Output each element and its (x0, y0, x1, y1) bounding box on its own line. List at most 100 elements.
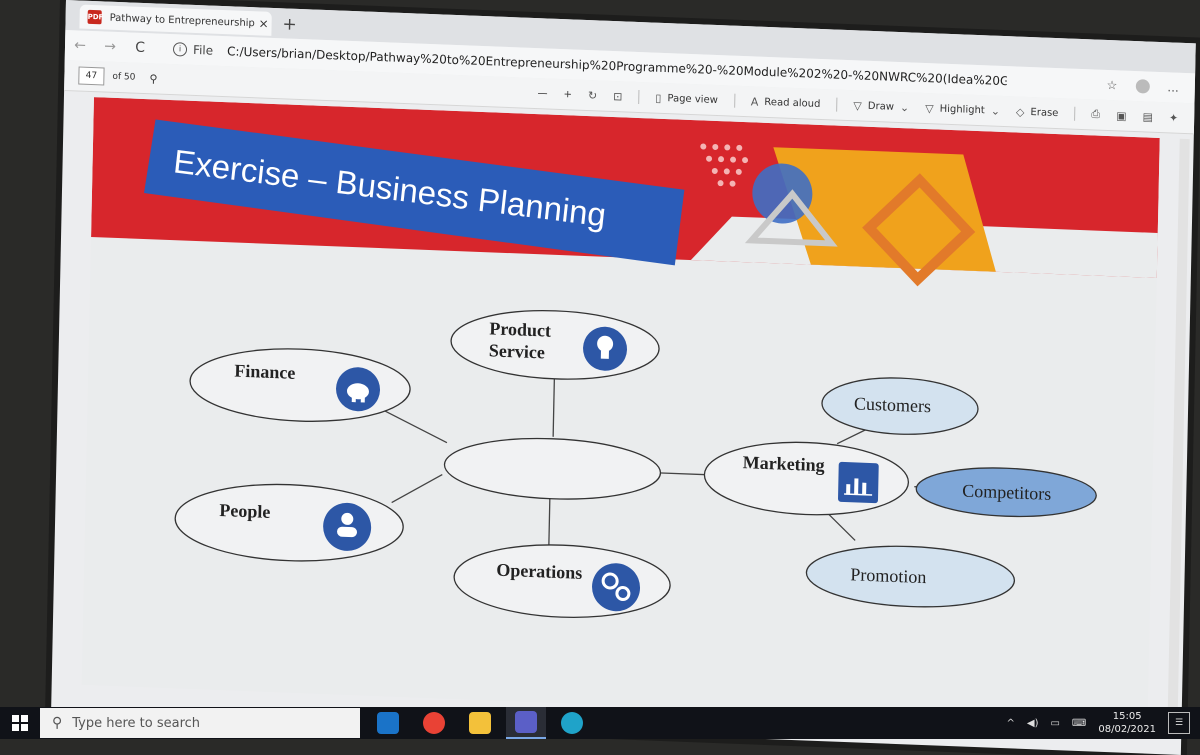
pdf-file-icon: PDF (87, 9, 103, 25)
customers-node (821, 377, 979, 435)
tab-close-icon[interactable]: × (258, 16, 269, 31)
print-button[interactable]: ⎙ (1091, 107, 1100, 121)
grey-triangle-shape (744, 189, 838, 247)
toolbar-divider (733, 93, 735, 108)
chevron-down-icon: ⌄ (990, 104, 1001, 118)
file-label: File (192, 42, 214, 58)
monitor-screen: PDF Pathway to Entrepreneurship Pro × + … (51, 0, 1196, 755)
label-customers: Customers (854, 393, 931, 416)
label-finance: Finance (234, 361, 295, 383)
save-as-icon: ▤ (1142, 109, 1154, 124)
rotate-icon: ↻ (587, 88, 598, 102)
page-number-input[interactable]: 47 (78, 66, 105, 86)
network-icon[interactable]: ▭ (1050, 717, 1060, 729)
toolbar-divider (638, 90, 640, 105)
gears-icon (592, 563, 641, 612)
pin-toolbar-button[interactable]: ✦ (1169, 111, 1178, 124)
keyboard-icon[interactable]: ⌨ (1071, 717, 1087, 729)
back-button[interactable]: ← (74, 37, 87, 54)
pdf-page: Exercise – Business Planning (81, 97, 1160, 726)
label-marketing: Marketing (743, 452, 825, 475)
chevron-up-icon[interactable]: ^ (1006, 717, 1015, 729)
title-band (144, 119, 685, 266)
folder-icon (469, 712, 491, 734)
file-explorer-app[interactable] (460, 707, 500, 739)
info-icon: i (172, 42, 188, 57)
outlook-icon (377, 712, 399, 734)
label-operations: Operations (496, 560, 582, 583)
draw-button[interactable]: ▽Draw⌄ (853, 98, 910, 114)
search-icon[interactable]: ⚲ (149, 71, 158, 86)
read-aloud-icon: A (750, 94, 759, 109)
fit-page-button[interactable]: ⊡ (613, 90, 622, 103)
clock-date: 08/02/2021 (1098, 724, 1156, 735)
save-icon: ▣ (1116, 108, 1127, 123)
pinned-apps (368, 707, 592, 739)
zoom-in-button[interactable]: + (563, 88, 573, 100)
teams-app[interactable] (506, 707, 546, 739)
pin-icon: ✦ (1168, 110, 1179, 125)
new-tab-button[interactable]: + (282, 14, 297, 35)
orange-diamond-shape (862, 173, 976, 287)
person-icon (323, 502, 372, 551)
label-promotion: Promotion (850, 564, 926, 587)
notification-icon[interactable]: ☰ (1168, 712, 1190, 734)
slide-canvas: Exercise – Business Planning (91, 97, 1160, 619)
site-info[interactable]: i File (172, 42, 214, 58)
volume-icon[interactable]: ◀) (1026, 717, 1039, 729)
edge-icon (561, 712, 583, 734)
sub-node-labels: Customers Competitors Promotion (850, 393, 1051, 587)
label-people: People (219, 500, 270, 522)
draw-icon: ▽ (853, 98, 862, 113)
forward-button[interactable]: → (104, 38, 117, 55)
page-view-button[interactable]: ▯Page view (655, 91, 718, 106)
start-button[interactable] (0, 707, 40, 739)
center-node (443, 437, 662, 500)
outlook-app[interactable] (368, 707, 408, 739)
more-icon[interactable]: ... (1167, 80, 1179, 95)
blue-circle-shape (752, 163, 813, 224)
highlight-button[interactable]: ▽Highlight⌄ (925, 101, 1001, 118)
vertical-scrollbar[interactable] (1167, 138, 1190, 739)
save-button[interactable]: ▣ (1116, 109, 1127, 122)
teams-icon (515, 711, 537, 733)
save-as-button[interactable]: ▤ (1142, 110, 1153, 123)
refresh-button[interactable]: C (134, 39, 146, 57)
clock[interactable]: 15:05 08/02/2021 (1098, 710, 1156, 736)
clock-time: 15:05 (1112, 711, 1142, 722)
lightbulb-icon (583, 326, 628, 371)
system-tray: ^ ◀) ▭ ⌨ 15:05 08/02/2021 ☰ (1006, 710, 1190, 736)
tab-title: Pathway to Entrepreneurship Pro (109, 12, 256, 29)
toolbar-divider (1074, 106, 1076, 121)
chart-icon (838, 461, 879, 504)
search-placeholder: Type here to search (72, 715, 201, 731)
node-labels: Product Service Finance People Operation… (219, 318, 825, 583)
edge-app[interactable] (552, 707, 592, 739)
chevron-down-icon: ⌄ (899, 100, 910, 114)
chrome-app[interactable] (414, 707, 454, 739)
highlight-icon: ▽ (925, 101, 934, 115)
label-product: Product (489, 318, 551, 340)
print-icon: ⎙ (1091, 107, 1101, 121)
label-service: Service (489, 340, 545, 362)
dot-pattern (700, 143, 749, 187)
eraser-icon: ◇ (1015, 105, 1025, 119)
erase-button[interactable]: ◇Erase (1015, 105, 1059, 119)
rotate-button[interactable]: ↻ (588, 89, 597, 102)
page-view-icon: ▯ (655, 91, 662, 105)
page-total: of 50 (112, 71, 136, 83)
product-service-node (450, 309, 660, 380)
fit-page-icon: ⊡ (613, 89, 623, 103)
search-icon: ⚲ (52, 715, 63, 731)
toolbar-divider (836, 97, 838, 112)
zoom-out-button[interactable]: — (537, 87, 548, 100)
taskbar-search-input[interactable]: ⚲ Type here to search (40, 708, 360, 738)
profile-avatar[interactable] (1135, 79, 1150, 94)
promotion-node (805, 545, 1016, 608)
windows-logo-icon (12, 715, 28, 731)
chrome-icon (423, 712, 445, 734)
favorite-icon[interactable]: ☆ (1106, 77, 1118, 93)
windows-taskbar: ⚲ Type here to search ^ ◀) ▭ ⌨ 15:05 08/… (0, 707, 1200, 739)
competitors-node (915, 467, 1097, 518)
